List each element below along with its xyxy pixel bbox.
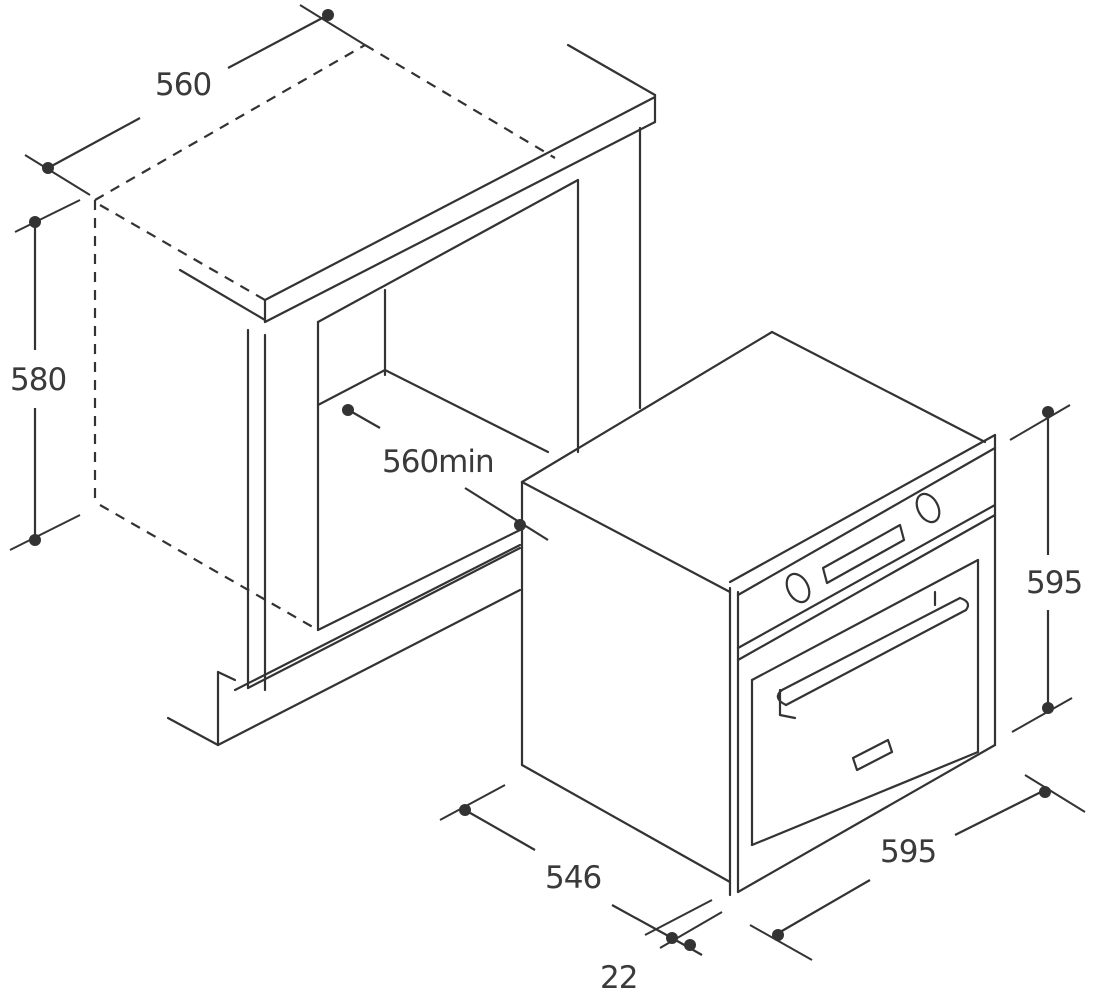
cabinet <box>93 43 657 747</box>
label-oven-height: 595 <box>1026 565 1082 601</box>
oven <box>520 330 997 897</box>
dimension-oven-depth: 546 <box>439 784 713 944</box>
dimension-tick-icon <box>1039 786 1051 798</box>
oven-front-frame <box>728 433 997 897</box>
oven-body <box>520 330 987 884</box>
dimension-tick-icon <box>1042 702 1054 714</box>
dimension-door-thickness: 22 <box>600 911 723 996</box>
label-cabinet-depth: 560min <box>382 444 494 480</box>
label-cabinet-width: 560 <box>155 67 211 103</box>
dimension-cabinet-depth: 560min <box>342 404 549 541</box>
dimension-tick-icon <box>1042 406 1054 418</box>
control-knob-left-icon <box>785 572 811 604</box>
display-window-icon <box>821 523 906 585</box>
dimension-tick-icon <box>29 216 41 228</box>
dimension-tick-icon <box>29 534 41 546</box>
worktop <box>178 43 657 324</box>
door-handle-icon <box>776 590 970 720</box>
dimension-tick-icon <box>684 939 696 951</box>
control-knob-right-icon <box>915 492 941 524</box>
dimension-tick-icon <box>459 804 471 816</box>
door-badge-icon <box>851 738 894 772</box>
dimension-oven-width: 595 <box>749 774 1086 961</box>
oven-door <box>750 558 980 847</box>
label-oven-depth: 546 <box>545 860 601 896</box>
label-door-thickness: 22 <box>600 960 637 996</box>
dimension-tick-icon <box>342 404 354 416</box>
dimension-tick-icon <box>772 929 784 941</box>
cabinet-frame <box>246 126 642 692</box>
dimension-tick-icon <box>42 162 54 174</box>
cabinet-cutout-outline <box>93 44 556 631</box>
dimension-cabinet-width: 560 <box>24 4 366 196</box>
dimension-oven-height: 595 <box>1009 404 1083 733</box>
oven-control-panel <box>736 492 997 662</box>
dimension-cabinet-height: 580 <box>9 199 81 551</box>
label-cabinet-height: 580 <box>10 362 66 398</box>
cabinet-plinth <box>166 543 522 747</box>
label-oven-width: 595 <box>880 834 936 870</box>
dimension-tick-icon <box>514 519 526 531</box>
dimension-tick-icon <box>322 9 334 21</box>
